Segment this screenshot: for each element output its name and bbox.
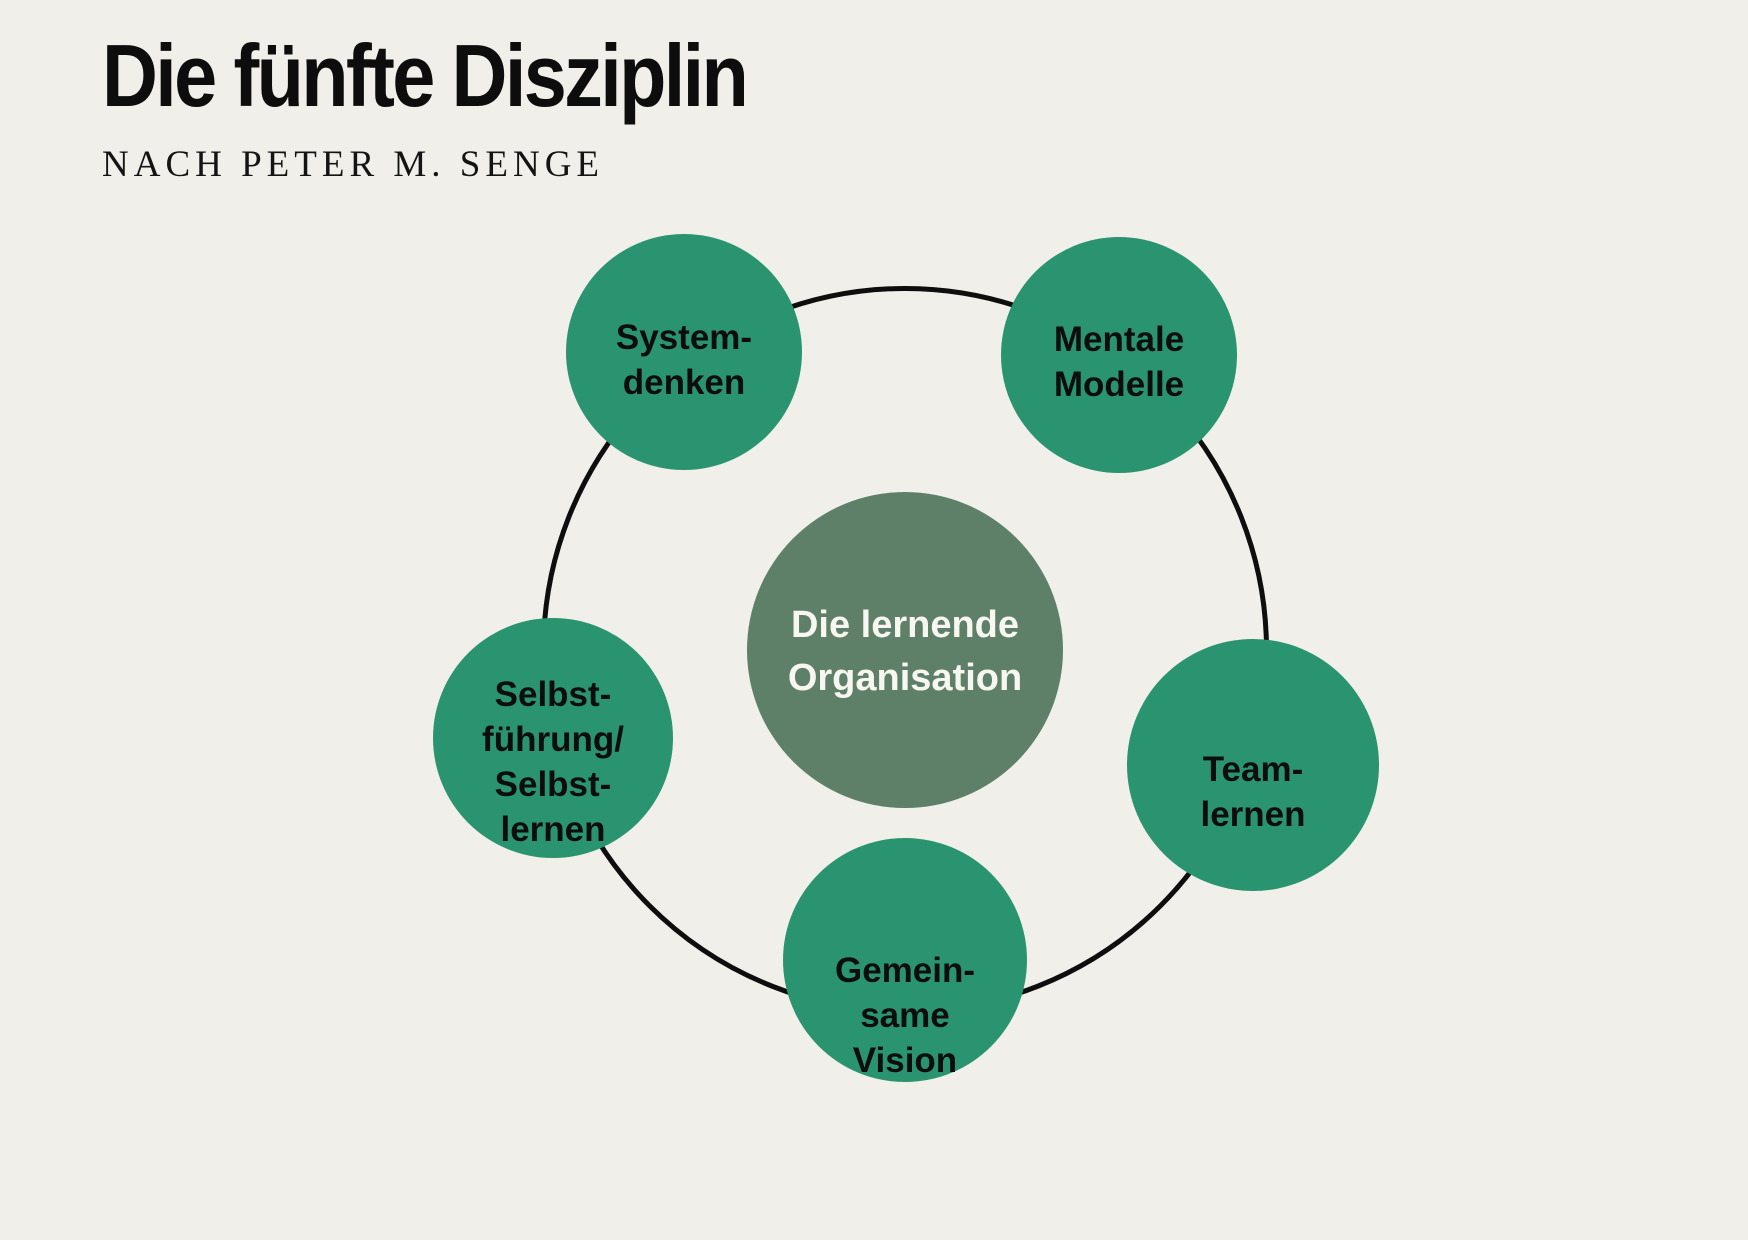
- center-circle-lernende-organisation: Die lernende Organisation: [747, 492, 1063, 808]
- center-circle-label: Die lernende Organisation: [788, 599, 1022, 705]
- gemeinsame-vision-label-line-3: Vision: [852, 1040, 958, 1080]
- selbstfuehrung-label-line-2: führung/: [482, 720, 624, 759]
- teamlernen-label-line-1: Team-: [1202, 750, 1304, 789]
- header: Die fünfte Disziplin NACH PETER M. SENGE: [102, 26, 834, 186]
- gemeinsame-vision-label-line-2: same: [860, 995, 950, 1035]
- center-label-line-1: Die lernende: [790, 604, 1020, 646]
- teamlernen-label-line-2: lernen: [1200, 795, 1306, 834]
- page-subtitle: NACH PETER M. SENGE: [102, 143, 605, 185]
- gemeinsame-vision-label-line-1: Gemein-: [834, 950, 976, 990]
- satellite-circle-gemeinsame-vision: Gemein- same Vision: [783, 838, 1027, 1082]
- systemdenken-label-line-2: denken: [622, 363, 746, 402]
- selbstfuehrung-label: Selbst- führung/ Selbst- lernen: [482, 672, 624, 852]
- satellite-circle-mentale-modelle: Mentale Modelle: [1001, 237, 1237, 473]
- center-label-line-2: Organisation: [787, 657, 1023, 699]
- satellite-circle-selbstfuehrung-selbstlernen: Selbst- führung/ Selbst- lernen: [433, 618, 673, 858]
- teamlernen-label: Team- lernen: [1200, 747, 1305, 837]
- gemeinsame-vision-label: Gemein- same Vision: [835, 948, 975, 1083]
- mentale-modelle-label-line-1: Mentale: [1053, 320, 1185, 359]
- page-title: Die fünfte Disziplin: [102, 26, 749, 125]
- mentale-modelle-label: Mentale Modelle: [1054, 317, 1184, 407]
- systemdenken-label: System- denken: [616, 315, 752, 405]
- satellite-circle-systemdenken: System- denken: [566, 234, 802, 470]
- satellite-circle-teamlernen: Team- lernen: [1127, 639, 1379, 891]
- selbstfuehrung-label-line-3: Selbst-: [494, 765, 612, 804]
- selbstfuehrung-label-line-4: lernen: [500, 810, 606, 849]
- mentale-modelle-label-line-2: Modelle: [1053, 365, 1185, 404]
- systemdenken-label-line-1: System-: [615, 318, 753, 357]
- selbstfuehrung-label-line-1: Selbst-: [494, 675, 612, 714]
